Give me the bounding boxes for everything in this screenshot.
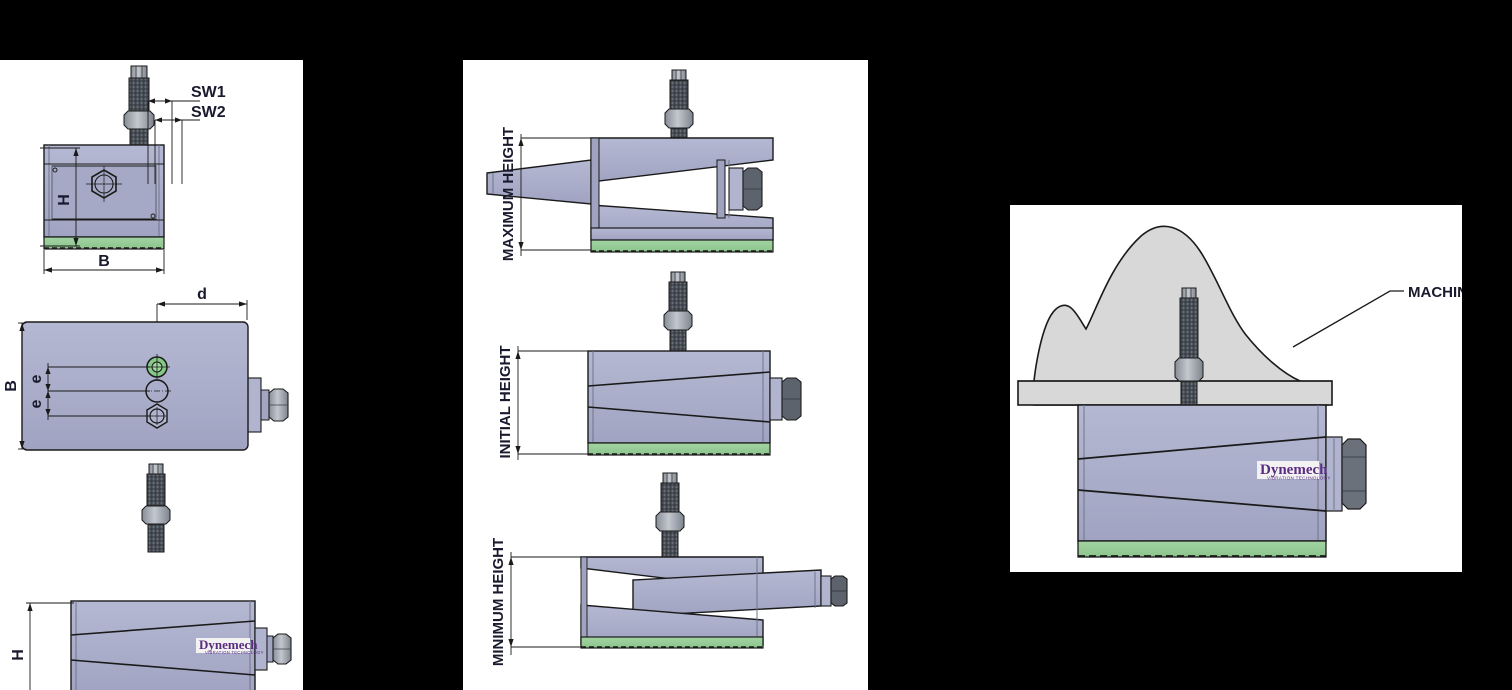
dynemech-logo: Dynemech VIBRATION TECHNOLOGY (196, 637, 264, 655)
panel-installation-view: MACHINE FOOT Dynemech VIBRATION TECHNOLO… (1010, 205, 1462, 572)
top-view: d (3, 286, 289, 451)
label-h-side: H (10, 649, 27, 661)
label-e-top-2: e (28, 399, 45, 408)
logo-name: Dynemech (199, 637, 258, 652)
panel-dimension-views: SW1 SW2 H B (0, 60, 303, 690)
label-sw1: SW1 (191, 84, 226, 101)
logo-tagline: VIBRATION TECHNOLOGY (205, 650, 264, 655)
dimension-views-drawing: SW1 SW2 H B (3, 65, 292, 690)
label-initial-height: INITIAL HEIGHT (497, 345, 514, 458)
side-view: Dynemech VIBRATION TECHNOLOGY H L (10, 463, 292, 690)
logo-name: Dynemech (1260, 462, 1328, 478)
logo-tagline: VIBRATION TECHNOLOGY (1267, 476, 1331, 481)
panel-height-range-views: MAXIMUM HEIGHT (463, 60, 868, 690)
label-b-front: B (98, 253, 110, 270)
front-view: SW1 SW2 H B (40, 65, 226, 274)
label-maximum-height: MAXIMUM HEIGHT (500, 127, 517, 261)
maximum-height-view: MAXIMUM HEIGHT (486, 69, 774, 261)
label-machine-foot: MACHINE FOOT (1408, 284, 1462, 301)
label-minimum-height: MINIMUM HEIGHT (490, 538, 507, 666)
label-b-top: B (3, 380, 20, 392)
height-range-drawing: MAXIMUM HEIGHT (486, 69, 848, 666)
installation-drawing: MACHINE FOOT Dynemech VIBRATION TECHNOLO… (1017, 225, 1462, 558)
initial-height-view: INITIAL HEIGHT (497, 271, 802, 460)
label-e-top-1: e (28, 374, 45, 383)
minimum-height-view: MINIMUM HEIGHT (490, 472, 848, 666)
label-h-front: H (56, 194, 73, 206)
dynemech-logo-install: Dynemech VIBRATION TECHNOLOGY (1257, 461, 1331, 481)
machine-foot-callout: MACHINE FOOT (1292, 284, 1462, 348)
label-d-top: d (197, 286, 207, 303)
label-sw2: SW2 (191, 104, 226, 121)
